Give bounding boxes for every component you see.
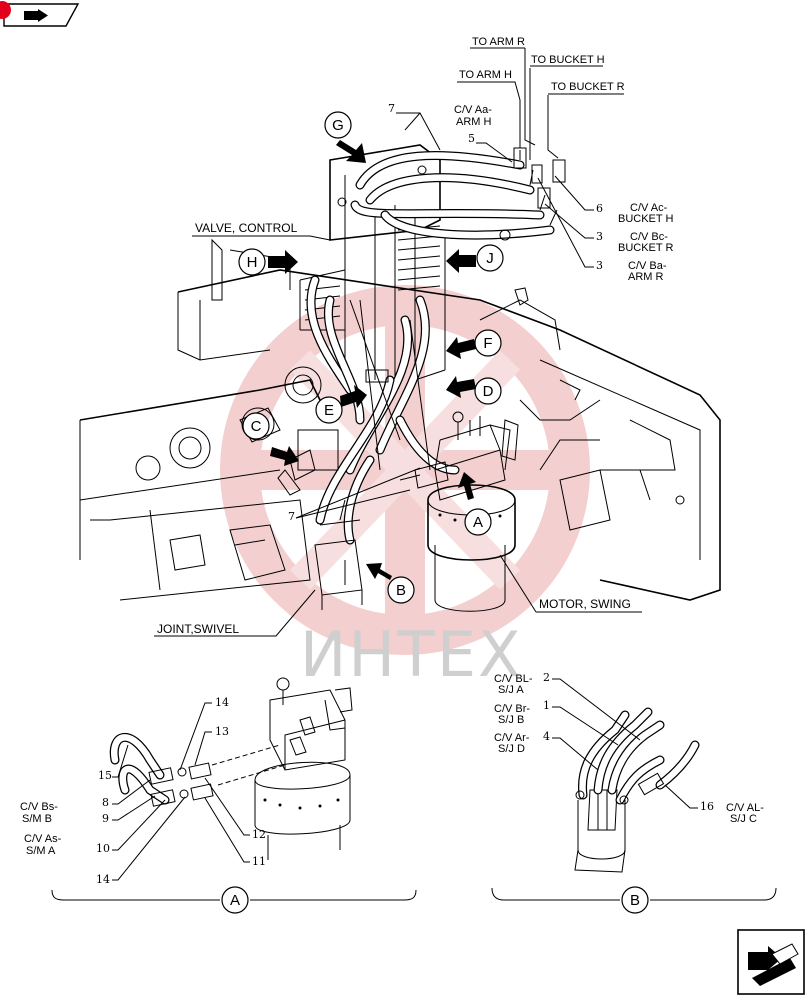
- view-letter-G: G: [324, 111, 352, 139]
- part-number-2: 2: [543, 671, 550, 684]
- view-letter-E: E: [315, 396, 343, 424]
- part-number-16: 16: [700, 800, 714, 813]
- svg-text:H: H: [247, 254, 258, 271]
- part-number-9: 9: [102, 812, 109, 825]
- label-cv-al-line2: S/J C: [730, 813, 757, 825]
- svg-text:C: C: [251, 418, 262, 435]
- direction-arrows: [268, 140, 476, 580]
- label-cv-as-line2: S/M A: [26, 845, 56, 857]
- label-motor-swing: MOTOR, SWING: [539, 597, 631, 611]
- view-letter-D: D: [474, 377, 502, 405]
- svg-text:F: F: [483, 335, 492, 352]
- part-number-1: 1: [543, 699, 550, 712]
- view-letter-J: J: [476, 244, 504, 272]
- part-number-12: 12: [252, 828, 266, 841]
- detail-b-bracket: B: [491, 886, 777, 914]
- svg-text:A: A: [473, 514, 483, 531]
- label-valve-control: VALVE, CONTROL: [195, 221, 298, 235]
- hose-bundle-top: [350, 48, 566, 241]
- view-letter-A: A: [464, 508, 492, 536]
- book-arrow-icon: [24, 9, 48, 22]
- part-number-6: 6: [596, 202, 603, 215]
- label-to-arm-r: TO ARM R: [472, 36, 525, 48]
- detail-a-title: A: [230, 892, 240, 909]
- part-number-10: 10: [96, 842, 110, 855]
- part-number-3a: 3: [596, 230, 603, 243]
- label-cv-ac-line1: C/V Ac-: [630, 202, 668, 214]
- label-cv-ba-line2: ARM R: [628, 271, 664, 283]
- svg-text:D: D: [483, 383, 494, 400]
- part-number-7a: 7: [388, 102, 395, 115]
- label-cv-bs-line2: S/M B: [22, 813, 52, 825]
- next-page-arrow-icon: [748, 943, 799, 986]
- svg-text:E: E: [324, 402, 334, 419]
- hose-bundle-middle: [277, 275, 460, 545]
- detail-a-drawing: [109, 677, 353, 860]
- part-number-14b: 14: [96, 873, 110, 886]
- next-page-button[interactable]: [737, 929, 805, 995]
- label-cv-bc-line1: C/V Bc-: [630, 231, 668, 243]
- swivel-joint: [314, 499, 363, 610]
- label-cv-br-line1: C/V Br-: [494, 703, 530, 715]
- label-cv-aa-line2: ARM H: [456, 116, 492, 128]
- top-nav-tab[interactable]: [3, 3, 80, 27]
- part-number-3b: 3: [596, 259, 603, 272]
- svg-text:G: G: [332, 117, 344, 134]
- part-number-5: 5: [468, 132, 475, 145]
- part-number-14a: 14: [215, 696, 229, 709]
- page-badge: [0, 1, 11, 19]
- label-cv-bs-line1: C/V Bs-: [20, 801, 58, 813]
- label-cv-bl-line2: S/J A: [498, 684, 524, 696]
- part-number-4: 4: [543, 730, 550, 743]
- view-letter-C: C: [242, 412, 270, 440]
- label-cv-bc-line2: BUCKET R: [618, 242, 673, 254]
- view-letter-H: H: [238, 248, 266, 276]
- detail-b-drawing: [574, 707, 700, 873]
- svg-text:B: B: [396, 582, 406, 599]
- label-cv-al-line1: C/V AL-: [726, 802, 764, 814]
- part-number-7b: 7: [288, 510, 295, 523]
- label-joint-swivel: JOINT,SWIVEL: [157, 622, 239, 636]
- svg-text:J: J: [486, 250, 494, 267]
- view-letter-F: F: [474, 329, 502, 357]
- label-cv-bl-line1: C/V BL-: [494, 673, 533, 685]
- part-number-11: 11: [252, 855, 266, 868]
- part-number-13: 13: [215, 725, 229, 738]
- part-number-8: 8: [102, 796, 109, 809]
- label-cv-aa-line1: C/V Aa-: [454, 104, 492, 116]
- detail-b-title: B: [630, 892, 640, 909]
- label-to-arm-h: TO ARM H: [459, 69, 512, 81]
- label-to-bucket-h: TO BUCKET H: [531, 54, 605, 66]
- label-cv-ar-line2: S/J D: [498, 743, 525, 755]
- part-number-15: 15: [98, 769, 112, 782]
- label-cv-ba-line1: C/V Ba-: [628, 260, 667, 272]
- watermark-text: ИНТЕХ: [300, 618, 523, 691]
- label-cv-ac-line2: BUCKET H: [618, 213, 673, 225]
- detail-a-bracket: A: [51, 886, 417, 914]
- label-cv-ar-line1: C/V Ar-: [494, 732, 530, 744]
- boom-base: [79, 366, 331, 601]
- label-cv-as-line1: C/V As-: [24, 833, 62, 845]
- label-cv-br-line2: S/J B: [498, 714, 524, 726]
- view-letter-B: B: [387, 576, 415, 604]
- label-to-bucket-r: TO BUCKET R: [551, 81, 625, 93]
